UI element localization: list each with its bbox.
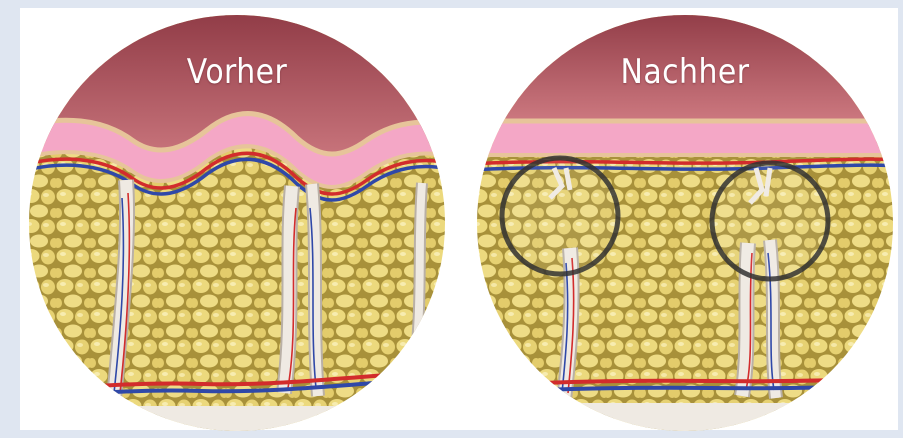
before-illustration: Vorher <box>22 8 452 438</box>
after-title: Nachher <box>496 52 874 92</box>
after-illustration: Nachher <box>470 8 900 438</box>
release-marker-left <box>502 158 618 274</box>
release-marker-right <box>712 163 828 279</box>
before-title: Vorher <box>48 52 426 92</box>
